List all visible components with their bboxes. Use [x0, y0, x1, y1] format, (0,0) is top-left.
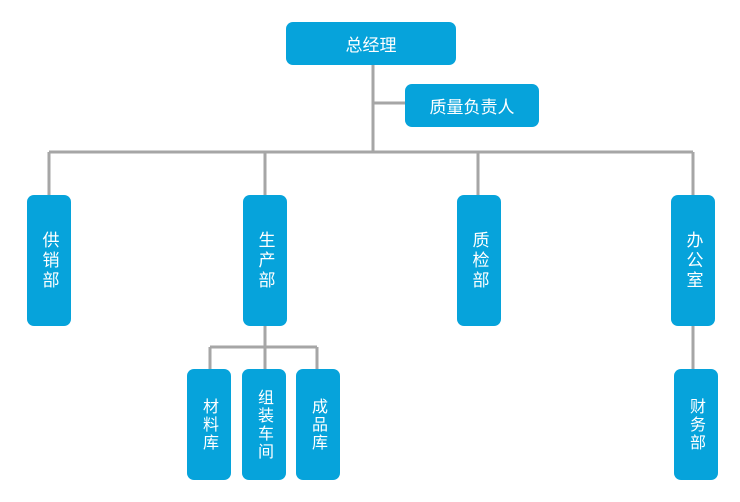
node-finished-goods-store: 成品库 — [296, 369, 340, 480]
node-label: 质量负责人 — [429, 98, 515, 118]
node-label: 财务部 — [687, 397, 706, 452]
node-label: 总经理 — [345, 36, 397, 56]
node-label: 质检部 — [468, 230, 489, 291]
node-label: 生产部 — [254, 230, 275, 291]
node-assembly-workshop: 组装车间 — [242, 369, 286, 480]
node-sales-dept: 供销部 — [27, 195, 71, 326]
node-qc-dept: 质检部 — [457, 195, 501, 326]
node-general-manager: 总经理 — [286, 22, 456, 65]
node-office: 办公室 — [671, 195, 715, 326]
node-production-dept: 生产部 — [243, 195, 287, 326]
node-finance-dept: 财务部 — [674, 369, 718, 480]
node-materials-store: 材料库 — [187, 369, 231, 480]
node-label: 组装车间 — [255, 388, 274, 461]
node-label: 办公室 — [682, 230, 703, 291]
node-label: 供销部 — [38, 230, 59, 291]
node-label: 成品库 — [309, 397, 328, 452]
node-label: 材料库 — [200, 397, 219, 452]
node-quality-head: 质量负责人 — [405, 84, 539, 127]
